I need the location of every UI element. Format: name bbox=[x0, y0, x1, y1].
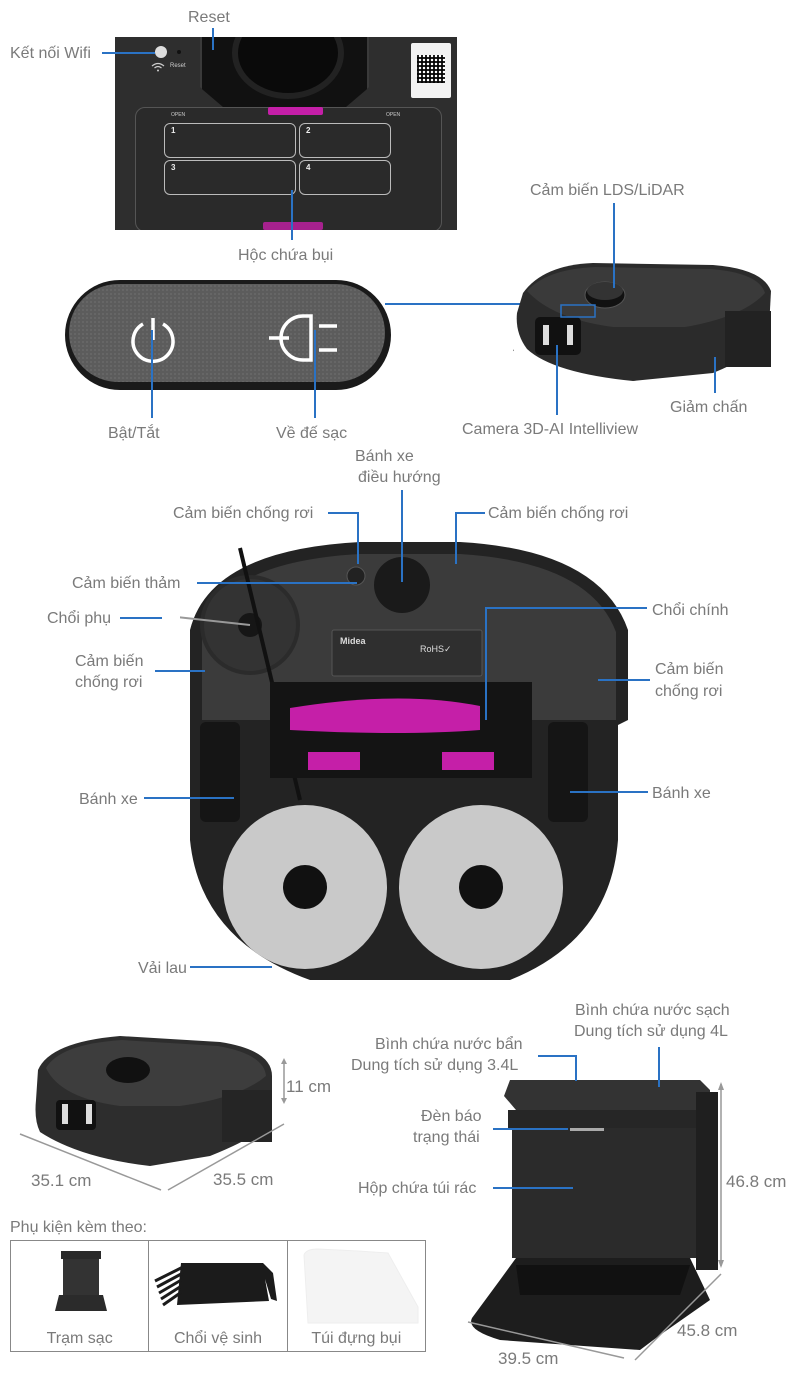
station-depth-arrow bbox=[633, 1272, 723, 1367]
robot-width: 35.5 cm bbox=[213, 1170, 274, 1189]
station-width: 39.5 cm bbox=[498, 1349, 559, 1368]
qr-sticker bbox=[411, 43, 451, 98]
accessories-table: Trạm sạc Chổi vệ sinh Túi đựng bụi bbox=[10, 1240, 426, 1352]
charging-station-icon bbox=[49, 1249, 113, 1324]
label-status-light-2: trạng thái bbox=[413, 1129, 480, 1146]
label-clean-tank-2: Dung tích sử dụng 4L bbox=[574, 1023, 728, 1040]
dock-port bbox=[200, 37, 369, 109]
station-height-arrow bbox=[717, 1082, 725, 1273]
label-power: Bật/Tắt bbox=[108, 425, 160, 442]
label-wheel-left: Bánh xe bbox=[79, 791, 138, 808]
accessory-item: Trạm sạc bbox=[11, 1241, 150, 1351]
label-side-brush: Chổi phụ bbox=[47, 610, 112, 627]
depth-arrow bbox=[18, 1132, 163, 1197]
label-wheel-right: Bánh xe bbox=[652, 785, 711, 802]
instruction-step-2: 2 bbox=[299, 123, 391, 158]
plate-brand: Midea bbox=[340, 636, 366, 646]
reset-pinhole bbox=[177, 50, 181, 54]
label-wifi: Kết nối Wifi bbox=[10, 45, 91, 62]
dock-plug-icon bbox=[267, 312, 353, 369]
control-buttons-closeup bbox=[65, 280, 391, 390]
station-height: 46.8 cm bbox=[726, 1172, 787, 1191]
label-cliff-right-1: Cảm biến bbox=[655, 661, 724, 678]
label-cliff-right-2: chống rơi bbox=[655, 683, 723, 700]
label-cliff-left-2: chống rơi bbox=[75, 674, 143, 691]
station-width-arrow bbox=[466, 1320, 626, 1365]
power-icon bbox=[125, 310, 181, 371]
station-photo bbox=[460, 1070, 720, 1375]
instruction-step-1: 1 bbox=[164, 123, 296, 158]
qr-code-icon bbox=[417, 55, 445, 83]
label-status-light-1: Đèn báo bbox=[421, 1108, 482, 1125]
plate-rohs: RoHS✓ bbox=[420, 644, 452, 654]
label-cliff-top-right: Cảm biến chống rơi bbox=[488, 505, 629, 522]
robot-dimension-photo bbox=[10, 1020, 280, 1175]
label-lidar: Cảm biến LDS/LiDAR bbox=[530, 182, 685, 199]
robot-top-photo bbox=[498, 253, 775, 385]
accessory-item: Túi đựng bụi bbox=[288, 1241, 425, 1351]
label-camera: Camera 3D-AI Intelliview bbox=[462, 421, 639, 438]
robot-underside-photo: Midea RoHS✓ bbox=[129, 540, 632, 992]
wifi-icon bbox=[151, 59, 165, 72]
accessory-label: Chổi vệ sinh bbox=[173, 1330, 263, 1347]
label-nav-wheel-2: điều hướng bbox=[358, 469, 441, 486]
accessory-item: Chổi vệ sinh bbox=[149, 1241, 288, 1351]
label-mop: Vải lau bbox=[138, 960, 187, 977]
robot-height: 11 cm bbox=[286, 1077, 332, 1096]
label-cliff-top-left: Cảm biến chống rơi bbox=[173, 505, 314, 522]
label-reset: Reset bbox=[188, 9, 230, 26]
label-bumper: Giảm chấn bbox=[670, 399, 748, 416]
bin-latch-bottom bbox=[263, 222, 323, 230]
label-dock: Về đế sạc bbox=[276, 425, 348, 442]
label-carpet-sensor: Cảm biến thảm bbox=[72, 575, 181, 592]
accessory-label: Trạm sạc bbox=[46, 1330, 113, 1347]
height-arrow bbox=[280, 1058, 288, 1109]
accessory-label: Túi đựng bụi bbox=[311, 1330, 402, 1347]
open-label-right: OPEN bbox=[386, 112, 401, 118]
cleaning-brush-icon bbox=[153, 1261, 283, 1316]
label-nav-wheel-1: Bánh xe bbox=[355, 448, 414, 465]
open-label-left: OPEN bbox=[171, 112, 186, 118]
label-bag-box: Hộp chứa túi rác bbox=[358, 1180, 477, 1197]
station-top-panel-photo: Reset OPEN OPEN 1 2 3 4 bbox=[115, 37, 457, 230]
label-main-brush: Chổi chính bbox=[652, 602, 729, 619]
accessories-title: Phụ kiện kèm theo: bbox=[10, 1219, 147, 1236]
dust-bin: OPEN OPEN 1 2 3 4 bbox=[135, 107, 442, 230]
instruction-step-3: 3 bbox=[164, 160, 296, 195]
wifi-button bbox=[155, 46, 167, 58]
station-depth: 45.8 cm bbox=[677, 1321, 738, 1340]
label-dirty-tank-2: Dung tích sử dụng 3.4L bbox=[351, 1057, 519, 1074]
reset-small-text: Reset bbox=[170, 63, 186, 69]
robot-depth: 35.1 cm bbox=[31, 1171, 92, 1190]
dust-bag-icon bbox=[298, 1247, 422, 1330]
label-dust-bin: Hộc chứa bụi bbox=[238, 247, 334, 264]
label-dirty-tank-1: Bình chứa nước bẩn bbox=[375, 1036, 523, 1053]
instruction-step-4: 4 bbox=[299, 160, 391, 195]
label-cliff-left-1: Cảm biến bbox=[75, 653, 144, 670]
bin-latch-top bbox=[268, 107, 323, 115]
label-clean-tank-1: Bình chứa nước sạch bbox=[575, 1002, 730, 1019]
width-arrow bbox=[166, 1122, 286, 1197]
